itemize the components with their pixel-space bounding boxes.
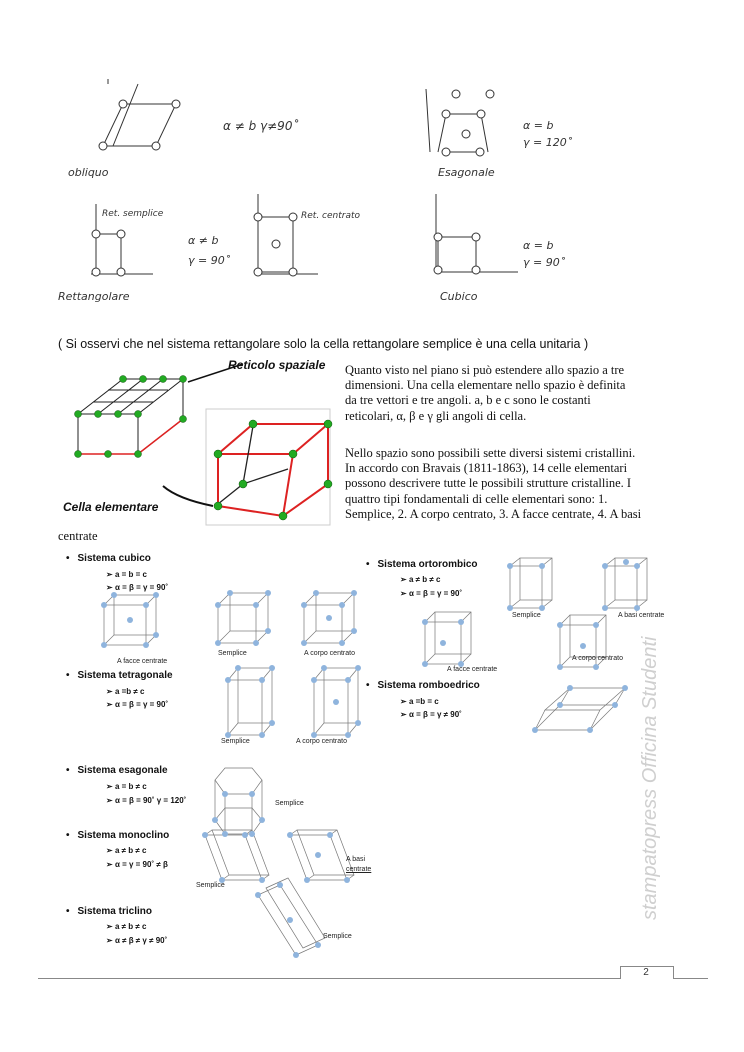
- sketch-cond-cub-1: α = b: [523, 239, 554, 252]
- sys-cubico-cond2: α = β = γ = 90˚: [106, 583, 168, 592]
- paragraph-2-tail: centrate: [58, 529, 98, 543]
- cap-orto-s: Semplice: [512, 612, 541, 619]
- crystal-systems-drawing: [101, 557, 648, 958]
- sys-tric-cond2: α ≠ β ≠ γ ≠ 90˚: [106, 936, 167, 945]
- p1-line: dimensioni. Una cella elementare nello s…: [345, 378, 626, 393]
- cap-orto-bc: A corpo centrato: [572, 655, 623, 662]
- sys-esagonale-title: Sistema esagonale: [66, 765, 168, 776]
- p2-line: quattro tipi fondamentali di celle eleme…: [345, 491, 608, 506]
- cap-cub-fc: A facce centrate: [117, 658, 168, 665]
- sys-monoclino-title: Sistema monoclino: [66, 830, 170, 841]
- cap-tetr-s: Semplice: [221, 738, 250, 745]
- sys-romboedrico-title: Sistema romboedrico: [366, 680, 480, 691]
- sketch-drawing: [91, 79, 518, 277]
- sketch-label-rett-centrato: Ret. centrato: [301, 211, 361, 221]
- cap-orto-b: A basi centrate: [618, 612, 665, 619]
- lattice-drawing: [74, 363, 333, 526]
- cap-cub-bc: A corpo centrato: [304, 650, 355, 657]
- sys-tetragonale-title: Sistema tetragonale: [66, 670, 173, 681]
- sketch-panel: obliquo α ≠ b γ≠90˚ Esagonale α = b γ = …: [58, 74, 578, 324]
- sys-tetr-cond2: α = β = γ = 90˚: [106, 700, 168, 709]
- sketch-label-esagonale: Esagonale: [438, 166, 495, 179]
- page-number-box: [620, 966, 674, 979]
- p1-line: reticolari, α, β e γ gli angoli di cella…: [345, 408, 527, 423]
- p2-line: Semplice, 2. A corpo centrato, 3. A facc…: [345, 506, 642, 521]
- lattice-figure: Reticolo spaziale Cella elementare: [58, 354, 340, 526]
- sys-cubico-cond1: a = b = c: [106, 570, 147, 579]
- p1-line: da tre vettori e tre angoli. a, b e c so…: [345, 393, 591, 408]
- cap-orto-fc: A facce centrate: [447, 666, 498, 673]
- cap-esag-s: Semplice: [275, 800, 304, 807]
- paragraph-2: Nello spazio sono possibili sette divers…: [345, 446, 685, 522]
- sketch-cond-esag-1: α = b: [523, 119, 554, 132]
- sketch-label-rettangolare: Rettangolare: [58, 290, 130, 303]
- rettangolare-note: ( Si osservi che nel sistema rettangolar…: [58, 337, 589, 351]
- sys-orto-cond1: a ≠ b ≠ c: [400, 575, 440, 584]
- sketch-cond-cub-2: γ = 90˚: [523, 256, 566, 269]
- sys-triclino-title: Sistema triclino: [66, 906, 152, 917]
- p1-line: Quanto visto nel piano si può estendere …: [345, 363, 625, 377]
- footer-line: [38, 978, 708, 979]
- label-reticolo-spaziale: Reticolo spaziale: [228, 358, 326, 372]
- cap-tric-s: Semplice: [323, 933, 352, 940]
- sys-orto-cond2: α = β = γ = 90˚: [400, 589, 462, 598]
- sketch-cond-esag-2: γ = 120˚: [523, 136, 573, 149]
- sketch-label-obliquo: obliquo: [68, 166, 109, 179]
- sys-mono-cond2: α = γ = 90˚ ≠ β: [106, 860, 168, 869]
- cap-cub-s: Semplice: [218, 650, 247, 657]
- sketch-cond-obliquo: α ≠ b γ≠90˚: [223, 119, 299, 133]
- sketch-cond-rett-1: α ≠ b: [188, 234, 219, 247]
- sketch-label-cubico: Cubico: [440, 290, 478, 303]
- sys-ortorombico-title: Sistema ortorombico: [366, 559, 478, 570]
- cap-tetr-bc: A corpo centrato: [296, 738, 347, 745]
- sys-esag-cond1: a = b ≠ c: [106, 782, 147, 791]
- sys-mono-cond1: a ≠ b ≠ c: [106, 846, 146, 855]
- sys-cubico-title: Sistema cubico: [66, 553, 151, 564]
- cap-mono-b1: A basi: [346, 856, 366, 863]
- p2-line: Nello spazio sono possibili sette divers…: [345, 446, 636, 460]
- sketch-label-rett-semplice: Ret. semplice: [102, 209, 164, 219]
- cap-mono-b2: centrate: [346, 866, 372, 873]
- sys-tetr-cond1: a =b ≠ c: [106, 687, 145, 696]
- p2-line: In accordo con Bravais (1811-1863), 14 c…: [345, 461, 628, 476]
- paragraph-1: Quanto visto nel piano si può estendere …: [345, 363, 675, 424]
- p2-line: possono descrivere tutte le possibili st…: [345, 476, 632, 491]
- sys-tric-cond1: a ≠ b ≠ c: [106, 922, 146, 931]
- sys-romb-cond2: α = β = γ ≠ 90˚: [400, 710, 462, 719]
- sys-esag-cond2: α = β = 90˚ γ = 120˚: [106, 796, 186, 805]
- watermark: stampatopress Officina Studenti: [639, 636, 661, 920]
- watermark-text: stampatopress Officina Studenti: [639, 636, 661, 920]
- sketch-cond-rett-2: γ = 90˚: [188, 254, 231, 267]
- sys-romb-cond1: a =b = c: [400, 697, 439, 706]
- label-cella-elementare: Cella elementare: [63, 500, 159, 514]
- page-number: 2: [643, 967, 649, 978]
- cap-mono-s: Semplice: [196, 882, 225, 889]
